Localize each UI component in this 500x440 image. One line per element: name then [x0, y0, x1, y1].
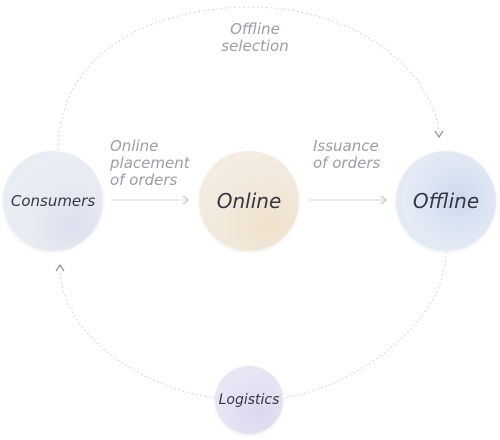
- online-node: Online: [199, 151, 299, 251]
- online-placement-label: Online placement of orders: [110, 137, 190, 189]
- consumers-node-label: Consumers: [10, 192, 96, 210]
- issuance-label: Issuance of orders: [313, 137, 381, 172]
- consumers-arrowhead: [55, 263, 65, 272]
- logistics-node: Logistics: [215, 366, 283, 434]
- logistics-to-consumers-arc: [59, 269, 216, 399]
- consumers-node: Consumers: [3, 151, 103, 251]
- offline-node-label: Offline: [412, 189, 480, 213]
- logistics-node-label: Logistics: [218, 392, 280, 408]
- offline-to-logistics-arc: [283, 251, 447, 399]
- online-node-label: Online: [216, 189, 282, 213]
- offline-selection-label: Offline selection: [221, 20, 289, 55]
- online-placement-arrowhead: [182, 195, 189, 205]
- offline-selection-arrowhead: [434, 130, 444, 139]
- issuance-arrowhead: [380, 195, 387, 205]
- offline-node: Offline: [396, 151, 496, 251]
- offline-selection-arc: [57, 6, 441, 151]
